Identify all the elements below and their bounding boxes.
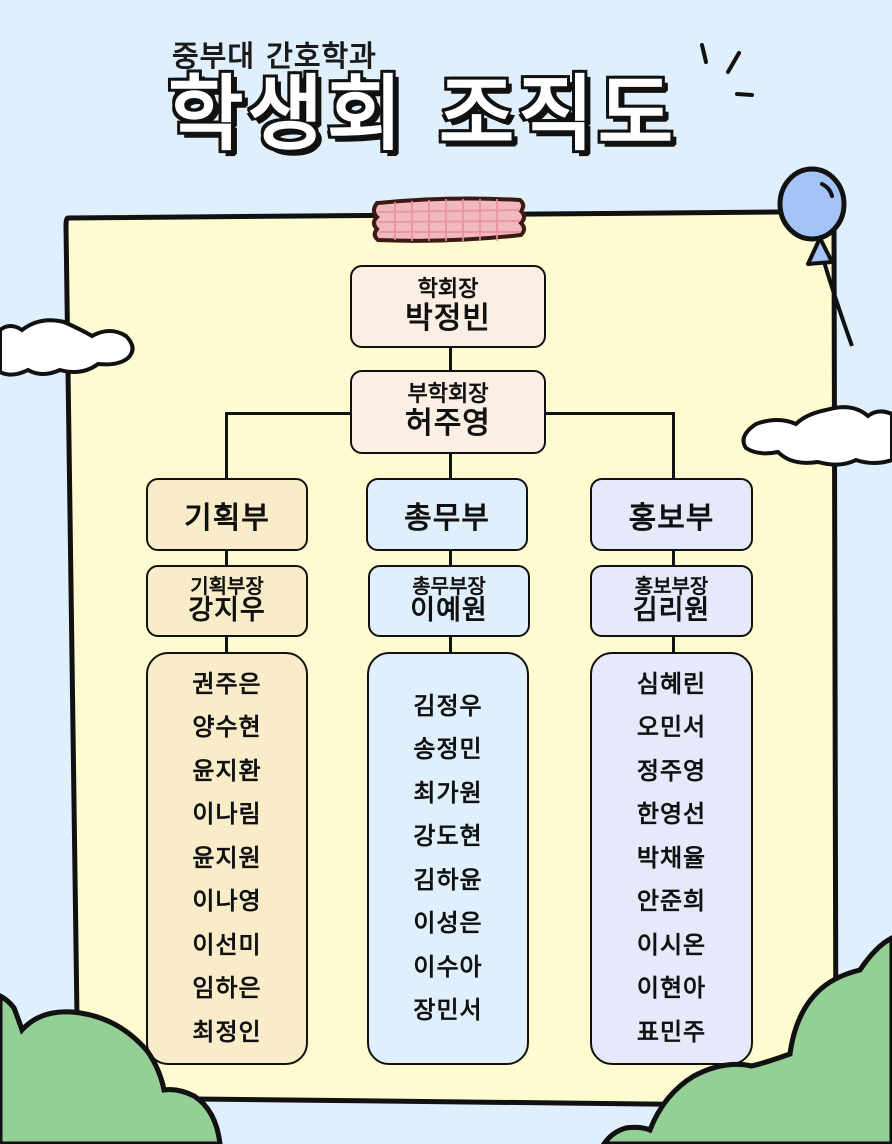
- dept-general-affairs-head-role: 총무부장: [412, 574, 486, 599]
- dept-general-affairs-box: 총무부: [366, 478, 528, 551]
- cloud-left-icon: [0, 318, 135, 377]
- balloon-icon: [777, 166, 854, 347]
- connector-president-vice: [449, 346, 452, 372]
- member-name: 이선미: [192, 930, 262, 959]
- dept-planning-head-box: 기획부장 강지우: [146, 565, 308, 637]
- member-name: 권주은: [192, 669, 262, 698]
- president-box: 학회장 박정빈: [350, 265, 546, 348]
- dept-planning-head-name: 강지우: [188, 595, 266, 627]
- president-role: 학회장: [417, 276, 479, 302]
- connector-publicity-drop: [672, 412, 675, 480]
- member-name: 심혜린: [636, 669, 707, 698]
- member-name: 이성은: [413, 909, 483, 937]
- sparkle-icon: [700, 43, 754, 97]
- connector-planning-head: [225, 548, 228, 566]
- member-name: 한영선: [636, 800, 707, 829]
- member-name: 송정민: [413, 735, 483, 763]
- member-name: 임하은: [192, 974, 262, 1003]
- member-name: 이수아: [413, 952, 483, 981]
- connector-publicity-members: [672, 636, 675, 654]
- connector-general-head: [449, 548, 452, 566]
- member-name: 최가원: [413, 778, 483, 807]
- page-title: 학생회 조직도: [166, 67, 678, 162]
- member-name: 오민서: [636, 713, 707, 742]
- dept-planning-head-role: 기획부장: [190, 574, 264, 599]
- member-name: 최정인: [192, 1017, 262, 1046]
- dept-publicity-head-role: 홍보부장: [634, 574, 709, 599]
- dept-publicity-head-name: 김리원: [632, 595, 711, 627]
- member-name: 이나림: [192, 800, 262, 829]
- connector-publicity-head: [672, 548, 675, 566]
- connector-planning-members: [225, 636, 228, 654]
- member-name: 박채율: [636, 843, 707, 872]
- dept-general-affairs-members: 김정우 송정민 최가원 강도현 김하윤 이성은 이수아 장민서: [367, 652, 529, 1065]
- connector-general-members: [449, 636, 452, 654]
- dept-publicity-head-box: 홍보부장 김리원: [590, 565, 753, 637]
- member-name: 강도현: [413, 822, 483, 850]
- dept-general-affairs-head-name: 이예원: [410, 595, 488, 627]
- member-name: 표민주: [636, 1017, 707, 1046]
- member-name: 안준희: [636, 887, 707, 916]
- member-name: 김정우: [413, 691, 483, 720]
- member-name: 이시온: [636, 930, 707, 959]
- vice-president-role: 부학회장: [407, 382, 489, 408]
- connector-general-drop: [449, 452, 452, 480]
- connector-planning-drop: [225, 412, 228, 480]
- dept-publicity-label: 홍보부: [628, 500, 715, 536]
- member-name: 정주영: [636, 756, 707, 785]
- cloud-right-icon: [741, 405, 892, 467]
- dept-general-affairs-label: 총무부: [404, 500, 490, 536]
- dept-planning-label: 기획부: [184, 500, 270, 536]
- member-name: 이나영: [192, 887, 262, 916]
- tape-icon: [372, 196, 526, 243]
- member-name: 김하윤: [413, 865, 483, 894]
- vice-president-name: 허주영: [405, 406, 491, 442]
- dept-planning-members: 권주은 양수현 윤지환 이나림 윤지원 이나영 이선미 임하은 최정인: [146, 652, 308, 1065]
- member-name: 윤지원: [192, 843, 262, 872]
- member-name: 양수현: [192, 713, 262, 742]
- dept-planning-box: 기획부: [146, 478, 308, 551]
- header-subtitle: 중부대 간호학과: [172, 39, 377, 73]
- member-name: 이현아: [636, 974, 707, 1003]
- vice-president-box: 부학회장 허주영: [350, 370, 546, 454]
- dept-publicity-members: 심혜린 오민서 정주영 한영선 박채율 안준희 이시온 이현아 표민주: [590, 652, 753, 1065]
- dept-publicity-box: 홍보부: [590, 478, 753, 551]
- dept-general-affairs-head-box: 총무부장 이예원: [368, 565, 530, 637]
- member-name: 장민서: [413, 996, 483, 1024]
- president-name: 박정빈: [405, 300, 491, 336]
- member-name: 윤지환: [192, 756, 262, 785]
